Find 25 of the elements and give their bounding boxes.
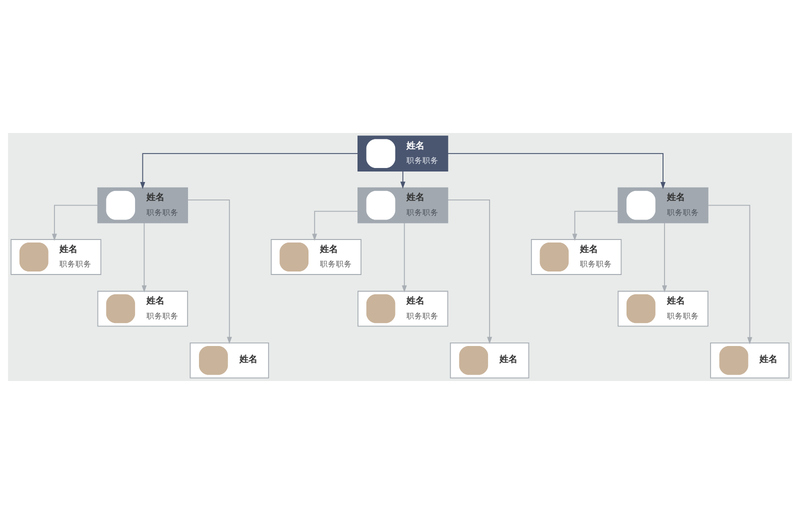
node-box: 姓名 <box>450 342 530 378</box>
node-box: 姓名 职务职务 <box>10 239 102 275</box>
node-box: 姓名 <box>710 342 790 378</box>
node-box: 姓名 职务职务 <box>618 290 708 327</box>
node-box: 姓名 职务职务 <box>97 290 188 327</box>
arrow <box>707 204 752 344</box>
node-box: 姓名 职务职务 <box>270 239 362 275</box>
arrow <box>447 153 666 190</box>
node-box: 姓名 职务职务 <box>358 136 448 172</box>
arrow <box>140 153 358 190</box>
arrow <box>662 222 668 292</box>
arrow <box>572 210 619 241</box>
node-box: 姓名 职务职务 <box>618 187 708 224</box>
node-box: 姓名 职务职务 <box>358 290 448 327</box>
arrow <box>312 210 358 241</box>
arrow <box>187 199 232 344</box>
arrow <box>52 204 98 241</box>
node-box: 姓名 职务职务 <box>358 187 448 224</box>
arrow <box>447 199 492 344</box>
node-box: 姓名 <box>190 342 270 378</box>
arrow <box>402 222 407 292</box>
arrow <box>400 170 406 189</box>
node-box: 姓名 职务职务 <box>97 187 188 224</box>
arrow <box>142 222 147 292</box>
node-box: 姓名 职务职务 <box>530 239 622 275</box>
